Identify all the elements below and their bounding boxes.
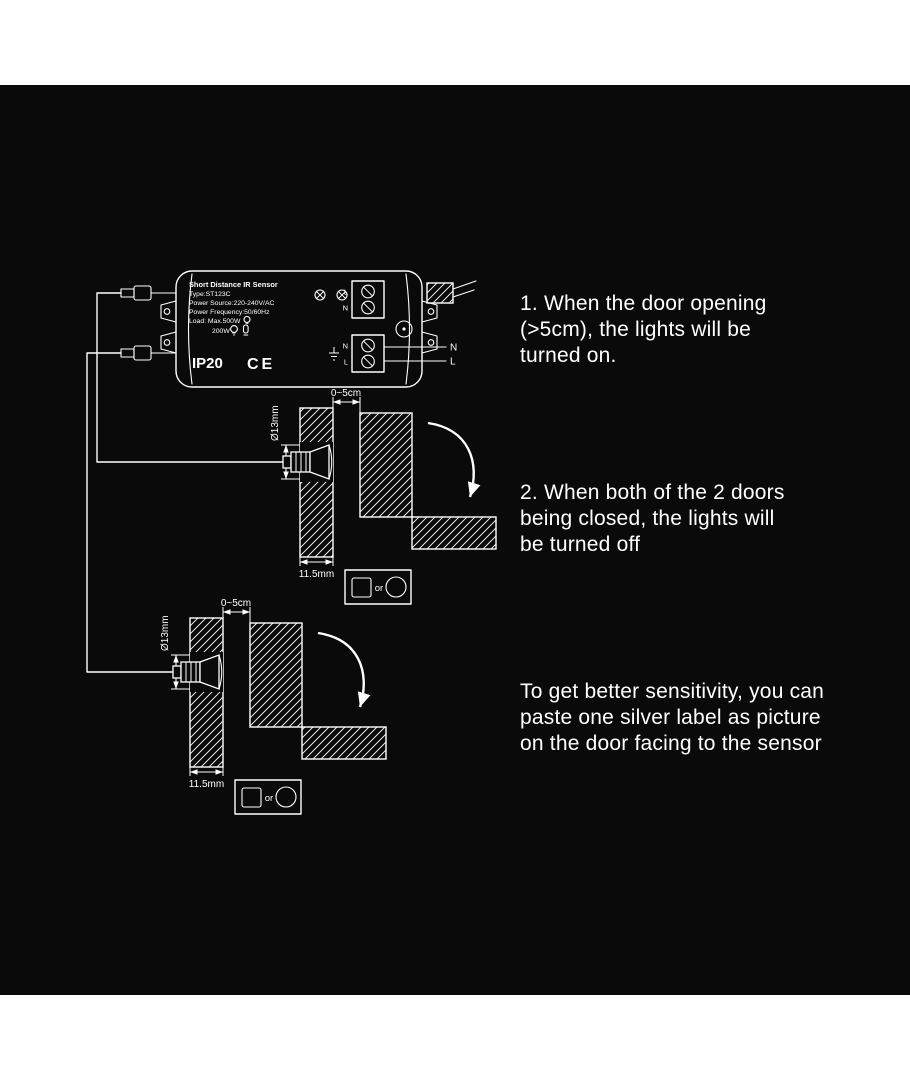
- options-frame: [344, 569, 412, 605]
- wiring: [86, 285, 284, 673]
- gap-dimension-label: 0~5cm: [221, 598, 251, 609]
- square-label-icon: [351, 577, 372, 598]
- device-type: Type:ST123C: [189, 291, 231, 298]
- sensor-ribs: [295, 452, 307, 472]
- mounting-ear-left-bottom: [160, 331, 177, 354]
- terminal-label-n: N: [343, 304, 348, 313]
- screw-icon: [314, 289, 326, 301]
- ip-rating: IP20: [192, 355, 223, 372]
- halogen-lamp-icon: [242, 324, 249, 336]
- gap-dimension-label: 0~5cm: [331, 388, 361, 399]
- terminal-screw-icon: [361, 354, 375, 369]
- plug-connector: [120, 348, 135, 358]
- or-label: or: [375, 583, 383, 594]
- terminal-block-bottom: N L: [329, 334, 385, 373]
- instruction-step-2: 2. When both of the 2 doors being closed…: [520, 481, 785, 556]
- or-label: or: [265, 793, 273, 804]
- instruction-step-1: 1. When the door opening (>5cm), the lig…: [520, 292, 767, 367]
- round-label-icon: [275, 786, 297, 808]
- door-swing-arrow-icon: [317, 631, 371, 708]
- round-label-icon: [385, 576, 407, 598]
- device-body: [175, 270, 423, 388]
- ir-sensor-head: [172, 654, 223, 690]
- terminal-screw-icon: [361, 300, 375, 315]
- plug-connector: [120, 288, 135, 298]
- door-open-section: [301, 726, 387, 760]
- cable-end: [452, 280, 477, 290]
- door-swing-arrow-icon: [427, 421, 481, 498]
- terminal-screw-icon: [361, 338, 375, 353]
- door-closed-section: [249, 622, 303, 728]
- ir-sensor-head: [282, 444, 333, 480]
- mounting-hole-icon: [163, 339, 171, 346]
- adjustment-dial-icon: [395, 320, 413, 338]
- sensor-ribs: [185, 662, 197, 682]
- options-frame: [234, 779, 302, 815]
- diameter-dimension-label: Ø13mm: [270, 405, 281, 441]
- sensor-lens-dome: [328, 444, 333, 480]
- door-frame-section: [189, 617, 224, 768]
- terminal-label-l: L: [344, 358, 348, 367]
- mounting-hole-icon: [163, 308, 171, 315]
- device-load: Load: Max.500W: [189, 318, 241, 325]
- depth-dimension-label: 11.5mm: [189, 779, 224, 790]
- sensor-lens-dome: [218, 654, 223, 690]
- device-load-secondary: 200W: [212, 328, 230, 335]
- door-frame-section: [299, 407, 334, 558]
- door-closed-section: [359, 412, 413, 518]
- wire-label-l: L: [450, 357, 456, 368]
- instruction-step-3: To get better sensitivity, you can paste…: [520, 680, 825, 755]
- incandescent-bulb-icon: [243, 315, 251, 326]
- mounting-hole-icon: [427, 339, 435, 346]
- ir-sensor-device: Short Distance IR Sensor Type:ST123C Pow…: [160, 270, 477, 388]
- device-endcap-right: [405, 273, 411, 385]
- ce-mark: CE: [247, 356, 275, 373]
- square-label-icon: [241, 787, 262, 808]
- wire-label-n: N: [450, 343, 457, 354]
- mounting-ear-left-top: [160, 300, 177, 323]
- incandescent-bulb-icon: [230, 325, 238, 336]
- mounting-hole-icon: [427, 308, 435, 315]
- cable-gland: [426, 282, 454, 304]
- terminal-screw-icon: [361, 284, 375, 299]
- sensor-cable-top: [96, 292, 284, 463]
- mounting-ear-right-top: [421, 300, 438, 323]
- device-power-source: Power Source:220-240V/AC: [189, 300, 274, 307]
- terminal-label-l: L: [344, 288, 348, 297]
- terminal-label-n: N: [343, 342, 348, 351]
- earth-ground-icon: [329, 347, 339, 361]
- diameter-dimension-label: Ø13mm: [160, 615, 171, 651]
- plug-connector: [133, 345, 152, 361]
- device-power-frequency: Power Frequency:50/60Hz: [189, 309, 270, 316]
- sensor-cable-bottom: [86, 352, 174, 673]
- door-diagram-bottom: 0~5cm 11.5mm Ø13mm: [160, 598, 387, 815]
- terminal-block-top: L N: [343, 280, 385, 319]
- door-open-section: [411, 516, 497, 550]
- screw-icon: [336, 289, 348, 301]
- cable-end: [452, 289, 475, 298]
- depth-dimension-label: 11.5mm: [299, 569, 334, 580]
- mounting-ear-right-bottom: [421, 331, 438, 354]
- sensor-back-cap: [282, 455, 292, 469]
- device-endcap-left: [187, 273, 193, 385]
- device-title: Short Distance IR Sensor: [189, 280, 278, 289]
- label-options-box: or: [234, 779, 302, 815]
- door-diagram-top: 0~5cm 11.5mm Ø13mm: [270, 388, 497, 605]
- sensor-back-cap: [172, 665, 182, 679]
- plug-connector: [133, 285, 152, 301]
- label-options-box: or: [344, 569, 412, 605]
